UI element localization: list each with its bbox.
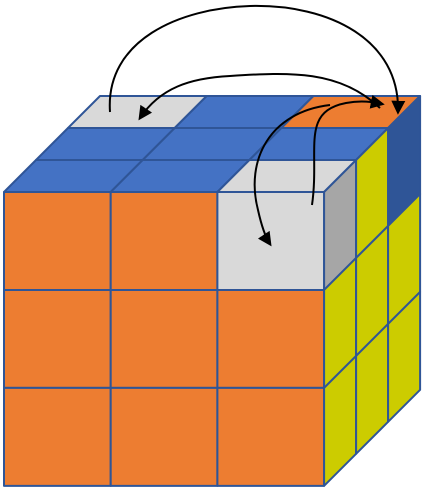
- front-sticker-1-1: [109, 288, 219, 389]
- arrow-front-corner-to-top-right: [311, 94, 385, 206]
- front-sticker-0-0: [3, 191, 112, 291]
- front-sticker-2-0: [3, 386, 112, 487]
- cube-faces: [3, 95, 422, 487]
- front-sticker-2-1: [109, 386, 219, 487]
- arrow-top-right-to-front-corner: [253, 104, 331, 247]
- rotation-arrows: [108, 4, 406, 247]
- front-sticker-0-1: [109, 191, 219, 291]
- arrow-top-right-to-top-left: [138, 72, 381, 121]
- front-sticker-0-2: [216, 191, 326, 291]
- front-sticker-1-0: [3, 288, 112, 389]
- right-sticker-2-2: [387, 290, 422, 423]
- arrow-top-left-to-top-right: [108, 4, 406, 115]
- front-sticker-2-2: [216, 386, 326, 487]
- front-sticker-1-2: [216, 288, 326, 389]
